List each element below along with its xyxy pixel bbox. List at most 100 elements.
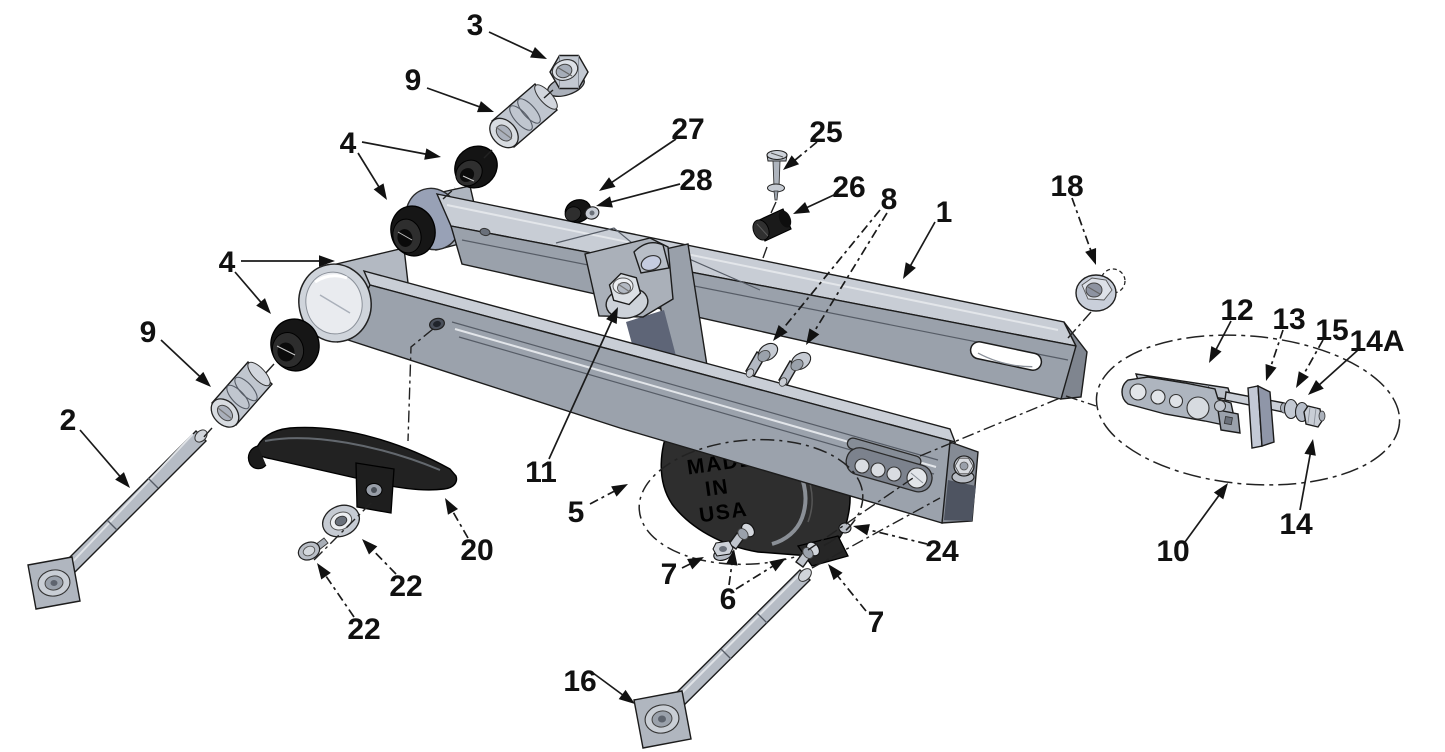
leader-line-22-bolt — [320, 569, 355, 618]
pivot-bolt-11 — [605, 272, 649, 319]
part-bracket-13 — [1247, 384, 1275, 449]
leader-arrowhead-13 — [1265, 363, 1277, 381]
part-screw-25 — [766, 149, 788, 201]
lower-arm-pivot-tube — [298, 263, 372, 343]
part-label-25: 25 — [809, 116, 842, 149]
part-label-11: 11 — [525, 456, 557, 489]
leader-arrowhead-10 — [1213, 483, 1228, 500]
part-rubber-bushing-4c — [270, 318, 320, 372]
part-label-10: 10 — [1156, 535, 1189, 568]
part-stud-8-rear — [778, 351, 812, 387]
leader-line-9-left — [160, 339, 206, 383]
leader-line-8 — [809, 212, 888, 339]
leader-arrowhead-15 — [1296, 371, 1309, 388]
leader-arrowhead-7-right — [828, 564, 843, 581]
part-label-9-upper: 9 — [405, 64, 422, 97]
part-label-7-left: 7 — [661, 558, 678, 591]
part-label-8: 8 — [881, 183, 898, 216]
leader-arrowhead-22-bolt — [317, 563, 331, 580]
detail-group-10 — [1095, 334, 1401, 486]
part-nut-14 — [1303, 405, 1326, 428]
leader-line-25 — [788, 141, 818, 166]
leader-arrowhead-14A — [1308, 379, 1324, 395]
part-nut-3 — [547, 54, 589, 98]
leader-arrowhead-6 — [726, 549, 738, 566]
leader-arrowhead-22-washer — [362, 539, 378, 555]
part-label-26: 26 — [832, 171, 865, 204]
leader-line-9-upper — [426, 87, 487, 111]
leader-line-13 — [1267, 329, 1284, 374]
part-label-12: 12 — [1220, 294, 1253, 327]
leader-arrowhead-26 — [793, 201, 810, 214]
part-flange-nut-18 — [1075, 268, 1126, 312]
part-washer-22 — [322, 504, 360, 538]
leader-line-4-upper — [361, 141, 434, 157]
part-bolt-22 — [297, 537, 329, 561]
leader-arrowhead-4-left — [256, 298, 271, 314]
part-label-22-bolt: 22 — [347, 613, 380, 646]
part-label-6: 6 — [720, 583, 737, 616]
part-label-2: 2 — [60, 404, 77, 437]
leader-line-24 — [860, 527, 928, 545]
end-cap-bolt — [951, 455, 975, 484]
leader-line-3 — [488, 31, 541, 57]
leader-arrowhead-1 — [903, 262, 916, 279]
part-guard-stud-rear — [795, 541, 820, 568]
part-rubber-bushing-4b — [390, 205, 436, 257]
part-label-28: 28 — [679, 164, 712, 197]
leader-arrowhead-4-upper — [424, 148, 441, 160]
part-bushing-9-left — [210, 361, 273, 428]
part-label-14: 14 — [1279, 508, 1313, 541]
part-chain-slider-20 — [247, 426, 458, 514]
leader-line-20 — [448, 504, 469, 539]
part-swingarm-lower-arm — [298, 247, 979, 524]
leader-arrowhead-5 — [611, 484, 628, 497]
part-label-27: 27 — [671, 113, 704, 146]
part-axle-bolt-16 — [633, 568, 812, 749]
leader-arrowhead-7-left — [687, 557, 704, 570]
detail-ellipse-10 — [1095, 334, 1401, 486]
part-label-22-washer: 22 — [389, 570, 422, 603]
leader-line-11 — [548, 313, 616, 460]
part-label-1: 1 — [936, 196, 953, 229]
leader-arrowhead-8 — [806, 328, 820, 345]
part-label-13: 13 — [1272, 303, 1305, 336]
leader-line-8 — [777, 209, 881, 336]
leader-line-28 — [603, 183, 681, 205]
leader-arrowhead-2 — [115, 472, 130, 488]
leader-arrowhead-14 — [1304, 439, 1316, 456]
made-in-usa-stamp-line2: IN — [704, 475, 731, 501]
part-label-3: 3 — [467, 9, 484, 42]
part-stud-8-front — [745, 342, 779, 378]
leader-line-14 — [1299, 446, 1313, 511]
leader-arrowhead-4-upper — [373, 183, 387, 200]
leader-arrowhead-18 — [1085, 247, 1097, 265]
leader-arrowhead-24 — [853, 524, 870, 536]
leader-line-15 — [1299, 339, 1324, 382]
leader-arrowhead-12 — [1209, 346, 1222, 363]
part-label-5: 5 — [568, 496, 585, 529]
part-cross-brace — [584, 237, 709, 381]
leader-line-27 — [605, 138, 677, 188]
leader-arrowhead-3 — [530, 46, 547, 59]
part-guard-stud-front — [728, 522, 755, 550]
leader-line-7-right — [832, 569, 867, 612]
leader-arrowhead-6 — [769, 558, 786, 572]
leader-line-2 — [79, 429, 126, 483]
leader-arrowhead-8 — [773, 324, 788, 341]
axle-adjuster-holes — [854, 458, 928, 489]
part-label-15: 15 — [1315, 314, 1348, 347]
leader-arrowhead-25 — [783, 155, 800, 170]
part-label-20: 20 — [460, 534, 493, 567]
part-label-18: 18 — [1050, 170, 1083, 203]
leader-line-10 — [1184, 488, 1224, 543]
part-label-9-left: 9 — [140, 316, 157, 349]
part-flange-nut-7 — [712, 540, 734, 561]
part-bushing-9-upper — [489, 83, 558, 149]
leader-line-5 — [589, 486, 622, 505]
leader-arrowhead-9-left — [195, 371, 211, 387]
part-rubber-bushing-4a — [454, 145, 498, 189]
leader-arrowhead-11 — [606, 307, 618, 324]
